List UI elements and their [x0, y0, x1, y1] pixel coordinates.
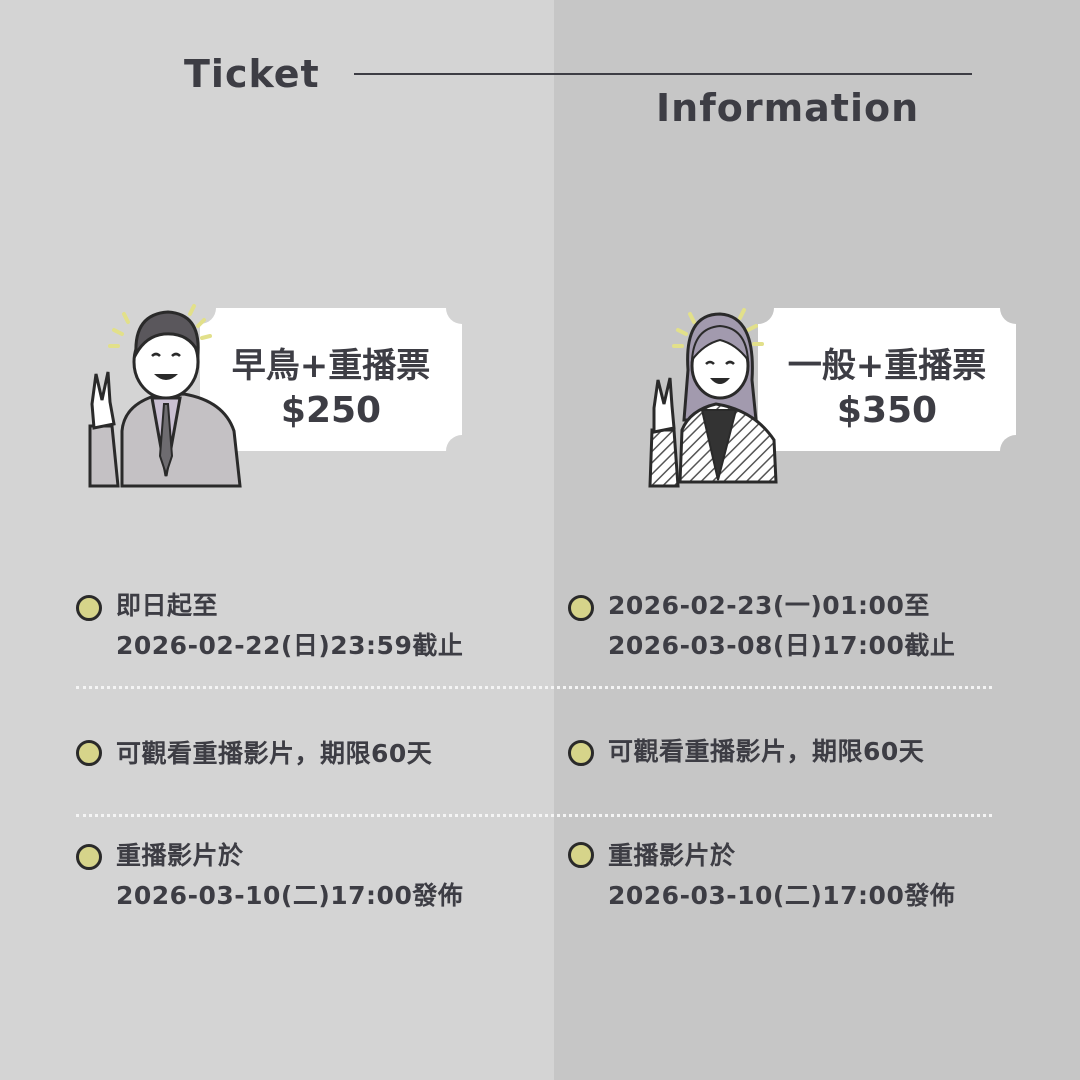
ticket-price: $350 — [836, 390, 938, 431]
dotted-divider — [76, 686, 992, 689]
ticket-name: 早鳥+重播票 — [231, 346, 431, 386]
bullet-icon — [568, 740, 594, 766]
bullet-icon — [568, 595, 594, 621]
bullet-icon — [76, 740, 102, 766]
left-panel — [0, 0, 554, 1080]
ticket-name: 一般+重播票 — [787, 346, 987, 386]
man-victory-sign-icon — [88, 304, 242, 488]
info-item-sale-period: 即日起至 2026-02-22(日)23:59截止 — [116, 591, 464, 660]
right-panel — [554, 0, 1080, 1080]
title-information: Information — [656, 86, 920, 130]
info-item-replay-release: 重播影片於 2026-03-10(二)17:00發佈 — [608, 841, 956, 910]
ticket-general: 一般+重播票 $350 — [742, 292, 1032, 467]
dotted-divider — [76, 814, 992, 817]
woman-victory-sign-icon — [648, 308, 778, 488]
title-ticket: Ticket — [184, 52, 320, 96]
info-item-sale-period: 2026-02-23(一)01:00至 2026-03-08(日)17:00截止 — [608, 591, 956, 660]
info-item-replay-release: 重播影片於 2026-03-10(二)17:00發佈 — [116, 841, 464, 910]
info-item-replay-period: 可觀看重播影片，期限60天 — [608, 737, 925, 766]
ticket-price: $250 — [280, 390, 382, 431]
bullet-icon — [568, 842, 594, 868]
bullet-icon — [76, 844, 102, 870]
title-divider — [354, 73, 972, 75]
bullet-icon — [76, 595, 102, 621]
info-item-replay-period: 可觀看重播影片，期限60天 — [116, 739, 433, 768]
